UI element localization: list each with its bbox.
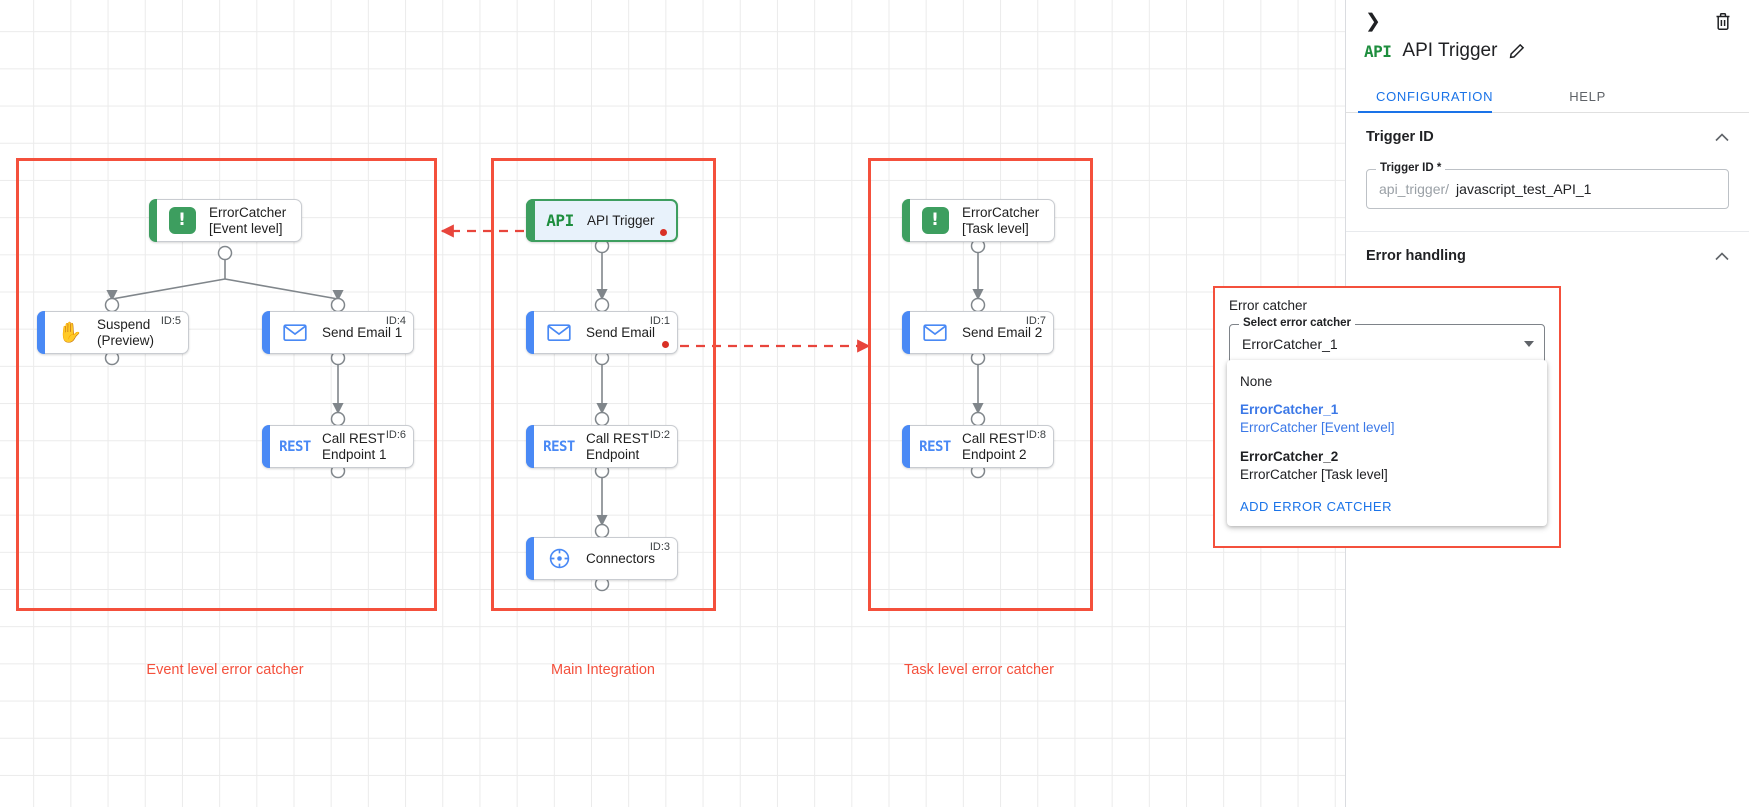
chevron-up-icon[interactable] xyxy=(1715,130,1729,145)
node-accent-bar xyxy=(902,425,910,468)
group-frame xyxy=(868,158,1093,611)
section-trigger-id-header[interactable]: Trigger ID xyxy=(1366,113,1729,161)
add-error-catcher-button[interactable]: ADD ERROR CATCHER xyxy=(1240,499,1392,515)
section-trigger-id-title: Trigger ID xyxy=(1366,129,1434,145)
group-label: Task level error catcher xyxy=(904,662,1054,678)
rest-icon: REST xyxy=(279,438,311,455)
error-catcher-select-label: Select error catcher xyxy=(1239,317,1356,329)
section-error-handling-title: Error handling xyxy=(1366,248,1466,264)
node-label: ErrorCatcher [Task level] xyxy=(962,204,1040,236)
page-title: API Trigger xyxy=(1402,40,1498,61)
node-id-tag: ID:7 xyxy=(1025,315,1046,327)
tab-configuration[interactable]: CONFIGURATION xyxy=(1358,80,1511,112)
pencil-icon[interactable] xyxy=(1508,42,1526,60)
node-id-tag: ID:3 xyxy=(649,541,670,553)
node-id-tag: ID:4 xyxy=(385,315,406,327)
node-label: Call REST Endpoint 2 xyxy=(962,430,1027,462)
error-catcher-select[interactable]: Select error catcher ErrorCatcher_1 xyxy=(1229,317,1545,364)
node-errorcatcher-task-level[interactable]: ! ErrorCatcher [Task level] xyxy=(902,199,1055,242)
dropdown-option-secondary: ErrorCatcher [Task level] xyxy=(1240,466,1388,482)
node-label: Call REST Endpoint 1 xyxy=(322,430,387,462)
error-catcher-select-value: ErrorCatcher_1 xyxy=(1242,336,1338,352)
section-trigger-id: Trigger ID Trigger ID * api_trigger/ jav… xyxy=(1346,113,1749,232)
node-label: Connectors xyxy=(586,550,656,566)
mail-icon xyxy=(547,323,571,342)
api-icon: API xyxy=(1364,41,1392,61)
group-label: Event level error catcher xyxy=(146,662,304,678)
trigger-id-field-wrap: Trigger ID * api_trigger/ javascript_tes… xyxy=(1366,162,1729,209)
trigger-id-label: Trigger ID * xyxy=(1376,162,1446,174)
node-label: Send Email 1 xyxy=(322,324,403,340)
dropdown-option-primary: None xyxy=(1240,374,1273,389)
chevron-right-icon[interactable]: ❯ xyxy=(1365,10,1381,32)
dropdown-option-primary: ErrorCatcher_2 xyxy=(1240,448,1339,464)
node-label: Send Email 2 xyxy=(962,324,1043,340)
tab-help[interactable]: HELP xyxy=(1569,88,1606,104)
node-accent-bar xyxy=(149,199,157,242)
trash-icon[interactable] xyxy=(1711,9,1735,33)
trigger-id-prefix: api_trigger/ xyxy=(1379,181,1450,197)
node-accent-bar xyxy=(902,199,910,242)
dropdown-option[interactable]: None xyxy=(1227,368,1547,396)
trigger-id-input[interactable]: api_trigger/ javascript_test_API_1 xyxy=(1366,169,1729,209)
node-accent-bar xyxy=(526,537,534,580)
group-frame xyxy=(491,158,716,611)
trigger-id-value: javascript_test_API_1 xyxy=(1456,181,1592,197)
mail-icon xyxy=(283,323,307,342)
node-accent-bar xyxy=(526,311,534,354)
node-error-indicator xyxy=(660,229,667,236)
error-catcher-icon: ! xyxy=(921,207,949,234)
panel-tabs: CONFIGURATION HELP xyxy=(1346,80,1749,113)
node-id-tag: ID:2 xyxy=(649,429,670,441)
rest-icon: REST xyxy=(543,438,575,455)
rest-icon: REST xyxy=(919,438,951,455)
group-frame xyxy=(16,158,437,611)
node-accent-bar xyxy=(902,311,910,354)
node-id-tag: ID:8 xyxy=(1025,429,1046,441)
node-label: API Trigger xyxy=(587,212,655,228)
node-label: Call REST Endpoint xyxy=(586,430,650,462)
node-id-tag: ID:1 xyxy=(649,315,670,327)
connectors-icon xyxy=(548,547,571,570)
chevron-down-icon[interactable] xyxy=(1524,341,1534,347)
node-accent-bar xyxy=(526,199,535,242)
chevron-up-icon-2[interactable] xyxy=(1715,249,1729,264)
hand-icon: ✋ xyxy=(57,321,83,344)
mail-icon xyxy=(923,323,947,342)
node-errorcatcher-event-level[interactable]: ! ErrorCatcher [Event level] xyxy=(149,199,302,242)
section-error-handling: Error handling xyxy=(1346,232,1749,280)
section-error-handling-header[interactable]: Error handling xyxy=(1366,232,1729,280)
node-accent-bar xyxy=(526,425,534,468)
node-label: Suspend (Preview) xyxy=(97,316,155,348)
node-error-indicator xyxy=(662,341,669,348)
node-label: ErrorCatcher [Event level] xyxy=(209,204,287,236)
node-suspend-preview[interactable]: ✋ Suspend (Preview) ID:5 xyxy=(37,311,189,354)
panel-title-row: API API Trigger xyxy=(1364,40,1526,62)
dropdown-option-secondary: ErrorCatcher [Event level] xyxy=(1240,420,1395,436)
panel-header: ❯ API API Trigger xyxy=(1346,0,1749,80)
error-catcher-label: Error catcher xyxy=(1229,298,1308,313)
node-api-trigger[interactable]: API API Trigger xyxy=(526,199,678,242)
error-catcher-icon: ! xyxy=(168,207,196,234)
node-accent-bar xyxy=(262,425,270,468)
workflow-canvas[interactable]: Event level error catcher Main Integratio… xyxy=(0,0,1345,807)
node-id-tag: ID:5 xyxy=(160,315,181,327)
node-accent-bar xyxy=(37,311,45,354)
group-label: Main Integration xyxy=(551,662,655,678)
node-label: Send Email xyxy=(586,324,656,340)
node-accent-bar xyxy=(262,311,270,354)
node-id-tag: ID:6 xyxy=(385,429,406,441)
api-icon: API xyxy=(546,211,574,230)
dropdown-option-primary: ErrorCatcher_1 xyxy=(1240,402,1339,418)
